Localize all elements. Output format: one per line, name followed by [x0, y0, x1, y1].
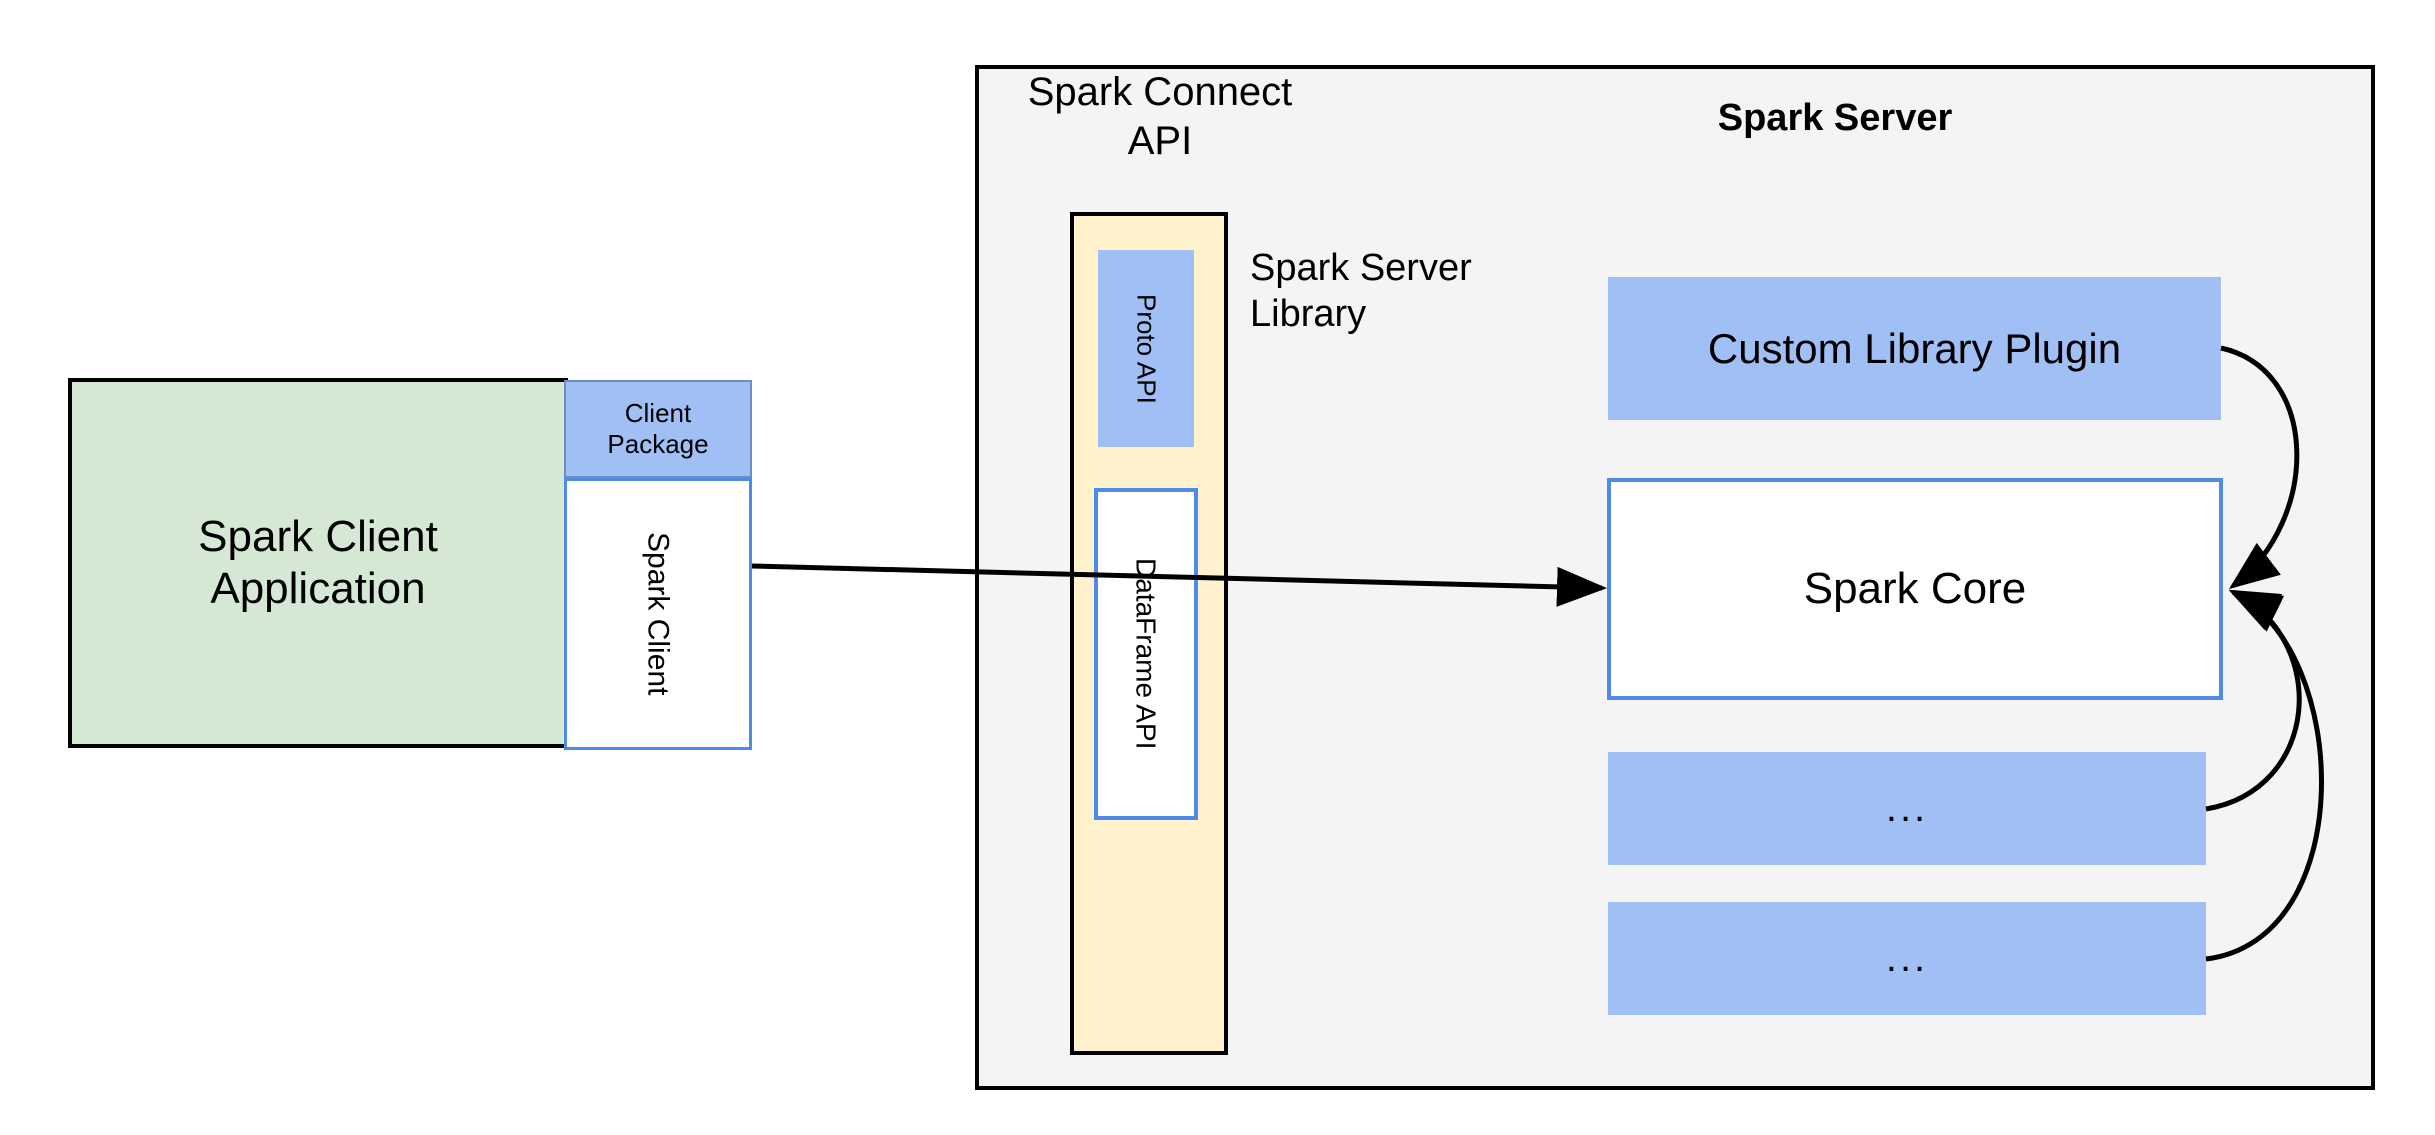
server-block-ellipsis-1[interactable]: ... — [1608, 752, 2206, 865]
spark-server-title: Spark Server — [1717, 97, 1953, 139]
server-block-ellipsis-2-label: ... — [1885, 935, 1929, 980]
spark-client-application-label: Spark Client Application — [198, 512, 438, 613]
proto-api-label: Proto API — [1131, 293, 1162, 404]
spark-client-box[interactable]: Spark Client — [564, 478, 752, 750]
spark-client-application-box[interactable]: Spark Client Application — [68, 378, 568, 748]
server-block-ellipsis-2[interactable]: ... — [1608, 902, 2206, 1015]
proto-api-box[interactable]: Proto API — [1098, 250, 1194, 447]
spark-client-label: Spark Client — [641, 532, 675, 696]
dataframe-api-label: DataFrame API — [1130, 558, 1162, 750]
custom-library-plugin-label: Custom Library Plugin — [1707, 324, 2122, 372]
spark-server-library-label: Spark Server Library — [1250, 247, 1472, 336]
spark-core-label: Spark Core — [1803, 564, 2027, 614]
custom-library-plugin-box[interactable]: Custom Library Plugin — [1608, 277, 2221, 420]
dataframe-api-box[interactable]: DataFrame API — [1094, 488, 1198, 820]
client-package-label: Client Package — [607, 398, 709, 459]
server-block-ellipsis-1-label: ... — [1885, 785, 1929, 830]
spark-connect-api-label: Spark Connect API — [1027, 70, 1293, 163]
client-package-box[interactable]: Client Package — [564, 380, 752, 478]
spark-core-box[interactable]: Spark Core — [1607, 478, 2223, 700]
